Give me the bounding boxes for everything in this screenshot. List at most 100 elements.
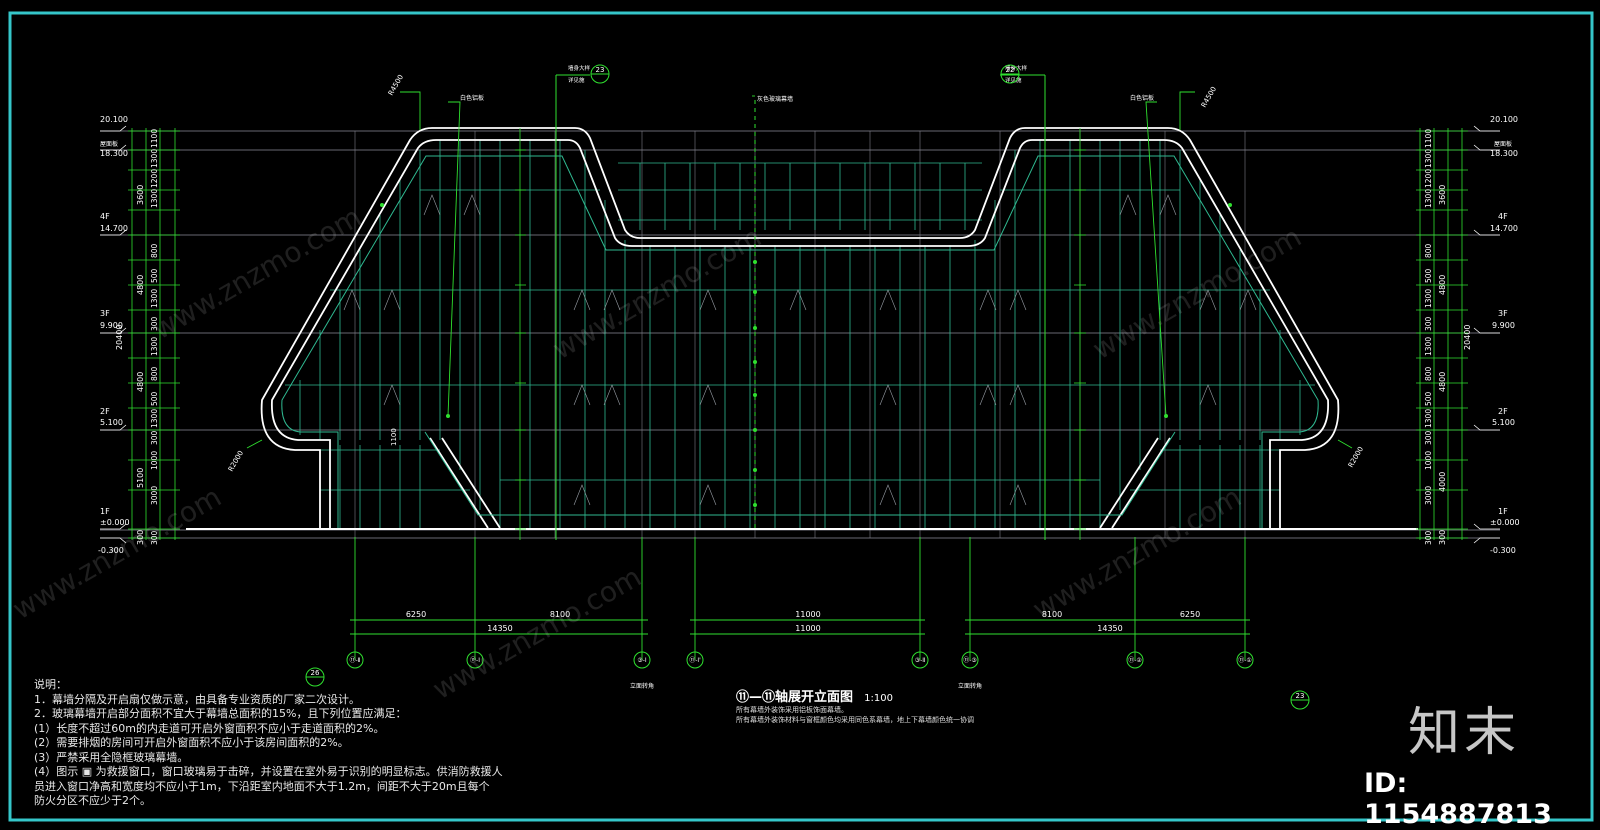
building-outline bbox=[186, 127, 1418, 530]
curtain-wall-mullions bbox=[285, 140, 1315, 528]
left-dimension-ladder bbox=[131, 128, 1463, 540]
axis-label-2: ③-Ⅰ bbox=[637, 657, 647, 664]
title-subnote-1: 所有幕墙外装饰采用铝板饰面幕墙。 bbox=[736, 706, 848, 714]
right-level-20100: 20.100 bbox=[1490, 115, 1518, 124]
axis-bubbles bbox=[346, 651, 1254, 669]
vdim-inner-9: 800 bbox=[150, 366, 159, 381]
right-level-5100: 5.100 bbox=[1492, 418, 1515, 427]
callout-circles bbox=[305, 64, 1310, 710]
watermark-6: www.znzmo.com bbox=[1027, 480, 1247, 626]
right-level-9900: 9.900 bbox=[1492, 321, 1515, 330]
vdim-inner-6: 1300 bbox=[150, 289, 159, 308]
vdim-r-inner-11: 1300 bbox=[1424, 409, 1433, 428]
vdim-right-mid: 20400 bbox=[1463, 325, 1472, 350]
vdim-left-mid: 20400 bbox=[115, 325, 124, 350]
vdim-inner-5: 500 bbox=[150, 268, 159, 283]
vdim-left-outer-0: 3600 bbox=[136, 185, 145, 205]
radius-top-right: R4500 bbox=[1200, 85, 1218, 109]
hdim-row1-2: 11000 bbox=[795, 610, 820, 619]
rescue-label-left: 墙身大样 bbox=[568, 64, 591, 72]
vdim-inner-3: 1300 bbox=[150, 189, 159, 208]
vdim-r-inner-8: 1300 bbox=[1424, 337, 1433, 356]
note-line-6: (4）图示 ▣ 为救援窗口，窗口玻璃易于击碎，并设置在室外易于识别的明显标志。供… bbox=[34, 765, 503, 778]
vdim-r-inner-9: 800 bbox=[1424, 366, 1433, 381]
right-level-14700: 14.700 bbox=[1490, 224, 1518, 233]
hdim-row1-3: 8100 bbox=[1042, 610, 1062, 619]
axis-bubble-labels: ⑪-Ⅱ ⑪-Ⅰ ③-Ⅰ ⑪-Ⅰ' ③-Ⅱ ⑪-③ ⑪-② ⑪-① 立面转角 立面… bbox=[349, 656, 1251, 690]
radius-top-left: R4500 bbox=[387, 73, 405, 97]
left-level-18300: 18.300 bbox=[100, 149, 128, 158]
horizontal-dim-texts: 6250 8100 11000 8100 6250 14350 11000 14… bbox=[406, 610, 1200, 633]
vdim-right-outer-0: 3600 bbox=[1438, 185, 1447, 205]
rescue-sub-left: 详见施 bbox=[568, 76, 585, 84]
drawing-frame bbox=[8, 11, 1594, 822]
right-tag-1f: 1F bbox=[1498, 507, 1508, 516]
inner-dimension-ladders bbox=[515, 128, 1086, 540]
vdim-inner-15: 300 bbox=[150, 530, 159, 545]
vdim-r-inner-1: 1300 bbox=[1424, 149, 1433, 168]
vdim-inner-10: 500 bbox=[150, 391, 159, 406]
right-level-18300: 18.300 bbox=[1490, 149, 1518, 158]
callout-num-top-right: 22 bbox=[1006, 66, 1015, 74]
note-line-3: (1）长度不超过60m的内走道可开启外窗面积不应小于走道面积的2%。 bbox=[34, 721, 385, 735]
hdim-row2-2: 14350 bbox=[1097, 624, 1122, 633]
vertical-dim-inner-texts: 1100 1300 1200 1300 800 500 1300 300 130… bbox=[150, 129, 1433, 545]
note-line-7: 员进入窗口净高和宽度均不应小于1m，下沿距室内地面不大于1.2m，间距不大于20… bbox=[34, 779, 490, 793]
note-line-4: (2）需要排烟的房间可开启外窗面积不应小于该房间面积的2%。 bbox=[34, 736, 349, 749]
left-level-14700: 14.700 bbox=[100, 224, 128, 233]
left-level-20100: 20.100 bbox=[100, 115, 128, 124]
axis-guides bbox=[555, 75, 1046, 540]
vdim-left-outer-3: 5100 bbox=[136, 468, 145, 488]
vdim-inner-14: 3000 bbox=[150, 486, 159, 505]
vdim-inner-7: 300 bbox=[150, 316, 159, 331]
left-level-0000: ±0.000 bbox=[100, 518, 130, 527]
vdim-r-inner-7: 300 bbox=[1424, 316, 1433, 331]
vdim-left-outer-4: 300 bbox=[136, 530, 145, 545]
leader-lines bbox=[246, 74, 1353, 449]
vdim-inner-11: 1300 bbox=[150, 409, 159, 428]
white-panel-label-right: 白色铝板 bbox=[1130, 94, 1154, 102]
right-level-neg0300: -0.300 bbox=[1490, 546, 1516, 555]
axis-label-3: ⑪-Ⅰ' bbox=[689, 656, 701, 664]
watermark-4: www.znzmo.com bbox=[7, 480, 227, 626]
vdim-inner-13: 1000 bbox=[150, 451, 159, 470]
vdim-inner-1: 1300 bbox=[150, 149, 159, 168]
vdim-r-inner-12: 300 bbox=[1424, 430, 1433, 445]
left-tag-4f: 4F bbox=[100, 212, 110, 221]
axis-label-1: ⑪-Ⅰ bbox=[470, 656, 480, 664]
right-tag-3f: 3F bbox=[1498, 309, 1508, 318]
hdim-row1-0: 6250 bbox=[406, 610, 426, 619]
inner-edge-line bbox=[281, 155, 1319, 528]
vdim-right-outer-3: 4000 bbox=[1438, 472, 1447, 492]
callout-num-bottom-right: 23 bbox=[1296, 692, 1305, 700]
radius-bottom-right: R2000 bbox=[1347, 445, 1365, 469]
right-level-0000: ±0.000 bbox=[1490, 518, 1520, 527]
hdim-row2-0: 14350 bbox=[487, 624, 512, 633]
note-line-5: (3）严禁采用全隐框玻璃幕墙。 bbox=[34, 750, 189, 764]
left-tag-1f: 1F bbox=[100, 507, 110, 516]
right-tag-roof: 屋面板 bbox=[1494, 140, 1512, 148]
left-level-labels: 20.100 屋面板 18.300 4F 14.700 3F 9.900 2F … bbox=[98, 115, 130, 555]
title-subnote-2: 所有幕墙外装饰材料与窗框颜色均采用同色系幕墙，地上下幕墙颜色统一协调 bbox=[736, 716, 974, 724]
left-level-neg0300: -0.300 bbox=[98, 546, 124, 555]
opening-sash-symbols bbox=[343, 194, 1257, 506]
vdim-right-outer-1: 4800 bbox=[1438, 275, 1447, 295]
white-panel-label-left: 白色铝板 bbox=[460, 94, 484, 102]
right-tag-2f: 2F bbox=[1498, 407, 1508, 416]
vdim-inner-8: 1300 bbox=[150, 337, 159, 356]
dim-1100-label: 1100 bbox=[390, 428, 398, 446]
left-tag-3f: 3F bbox=[100, 309, 110, 318]
drawing-scale: 1:100 bbox=[864, 693, 893, 704]
annotation-texts: R4500 R4500 R2000 R2000 白色铝板 白色铝板 灰色玻璃幕墙… bbox=[227, 64, 1365, 473]
callout-num-top-left: 23 bbox=[596, 66, 605, 74]
rescue-sub-right: 详见施 bbox=[1005, 76, 1022, 84]
notes-heading: 说明： bbox=[34, 678, 67, 691]
axis-label-7: ⑪-① bbox=[1238, 656, 1252, 664]
note-line-8: 防火分区不应少于2个。 bbox=[34, 794, 151, 807]
axis-label-6: ⑪-② bbox=[1128, 656, 1142, 664]
general-notes: 说明： 1．幕墙分隔及开启扇仅做示意，由具备专业资质的厂家二次设计。 2．玻璃幕… bbox=[34, 678, 503, 809]
under-axis-note-right: 立面转角 bbox=[958, 682, 982, 690]
axis-label-0: ⑪-Ⅱ bbox=[349, 656, 360, 664]
right-tag-4f: 4F bbox=[1498, 212, 1508, 221]
